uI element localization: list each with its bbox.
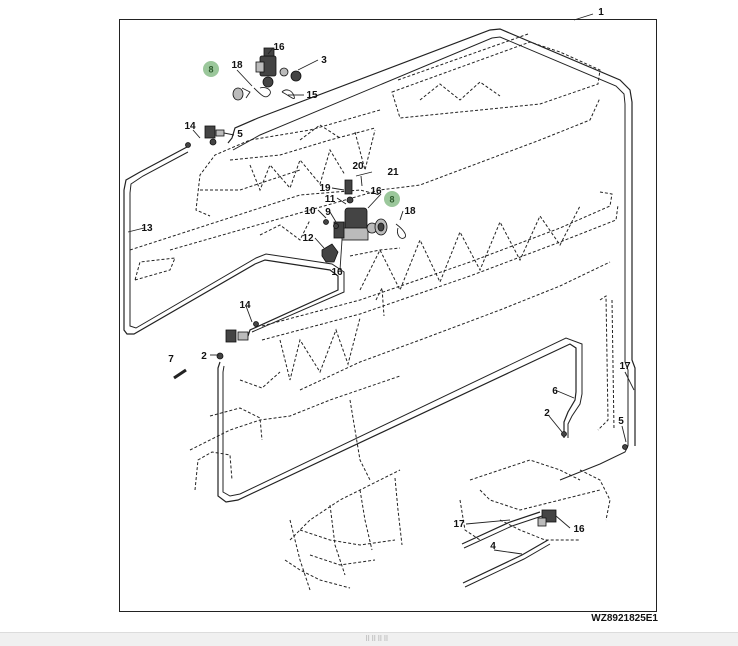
middle-boom-structure [239,191,619,431]
callout-13: 13 [141,223,153,234]
callout-6: 6 [552,386,558,397]
callout-16-middle: 16 [370,186,382,197]
pipe-4-inner [464,543,551,588]
fitting-9 [333,223,339,229]
callout-16-top: 16 [273,42,285,53]
callout-2-right: 2 [544,408,550,419]
resize-bar[interactable]: ⠿⠿⠿⠿ [0,632,738,646]
strainer-middle [374,218,388,236]
pipe-1 [227,28,636,446]
lower-frame-structure [189,375,611,591]
diagram-drawing: 8 8 1 16 3 18 15 14 5 13 20 21 19 11 16 … [123,7,636,591]
pipe-6 [217,343,577,503]
fitting-10 [323,219,329,225]
pipe-13 [123,146,339,337]
callout-14-top: 14 [184,121,196,132]
callout-5-top: 5 [237,129,243,140]
callout-11: 11 [325,194,336,205]
svg-text:8: 8 [208,65,213,75]
svg-text:8: 8 [389,195,394,205]
callout-8-middle: 8 [384,191,400,207]
pipe-13-inner [129,151,345,333]
clip-middle [395,223,407,239]
callout-19: 19 [319,183,331,194]
clip-top [253,87,271,98]
callout-16-lower: 16 [331,267,343,278]
figure-id: WZ8921825E1 [591,613,658,624]
nozzle-body-upper [185,125,225,148]
callout-12: 12 [302,233,314,244]
callout-17-right: 17 [619,361,631,372]
parts-diagram: 8 8 1 16 3 18 15 14 5 13 20 21 19 11 16 … [119,7,658,624]
callout-8-top: 8 [203,61,219,77]
callout-17-bottom: 17 [453,519,465,530]
callout-20: 20 [352,161,364,172]
callout-2-left: 2 [201,351,207,362]
pipe-17-lower [461,511,541,545]
callout-21: 21 [387,167,399,178]
strainer-top [232,87,251,101]
drag-handle-icon[interactable]: ⠿⠿⠿⠿ [365,636,390,643]
pipe-6-inner [222,337,583,497]
callout-18-middle: 18 [404,206,416,217]
clip-15 [281,89,295,99]
callout-18-top: 18 [231,60,243,71]
leader-lines [127,13,635,555]
pipe-4 [462,539,549,584]
valve-assembly-middle [333,179,378,241]
elbow-fitting [321,243,339,263]
pipe-17-lower-inner [463,515,543,549]
valve-assembly-top [255,47,302,88]
callout-9: 9 [325,207,331,218]
pipe-7 [173,368,187,380]
pipe-1-inner [232,36,629,446]
callout-5-right: 5 [618,416,624,427]
nozzle-body-bottom [537,431,628,527]
callout-4: 4 [490,541,496,552]
callout-14-lower: 14 [239,300,251,311]
callout-10: 10 [304,206,316,217]
diagram-border [119,19,657,612]
nozzle-body-lower [216,321,259,360]
callout-3: 3 [321,55,327,66]
callout-16-bottom: 16 [573,524,585,535]
callout-7: 7 [168,354,174,365]
upper-boom-structure [129,33,601,281]
callout-15: 15 [306,90,318,101]
callout-1: 1 [598,7,604,18]
